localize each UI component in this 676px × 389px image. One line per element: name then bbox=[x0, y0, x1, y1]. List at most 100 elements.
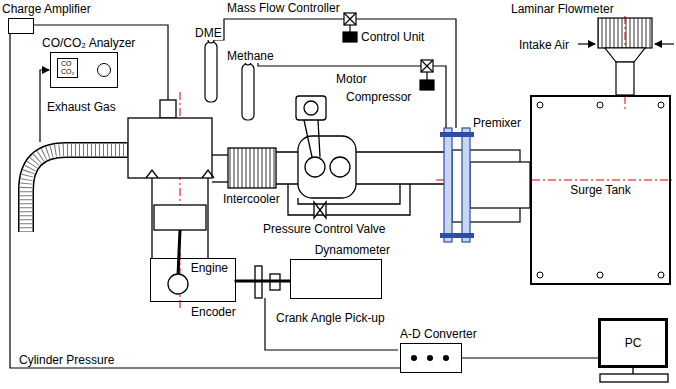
part-label: DME bbox=[194, 26, 223, 40]
gas-supply bbox=[214, 19, 456, 128]
gas-supply bbox=[205, 42, 217, 102]
engine-cylinder bbox=[128, 100, 214, 276]
intake-pipe bbox=[314, 202, 326, 218]
laminar-flowmeter bbox=[598, 18, 652, 48]
premixer bbox=[440, 128, 530, 242]
engine-cylinder bbox=[178, 230, 180, 276]
surge-tank-bolts bbox=[597, 102, 603, 108]
gas-analyzer: CO/CO₂ AnalyzerCOCO₂ bbox=[42, 36, 142, 88]
device-body bbox=[400, 343, 462, 373]
gas-supply bbox=[251, 62, 446, 128]
ad-converter: A-D Converter bbox=[400, 327, 484, 373]
compressor bbox=[305, 157, 325, 177]
display-text: CO bbox=[61, 60, 74, 68]
premixer bbox=[440, 233, 474, 238]
gas-supply bbox=[343, 32, 357, 42]
charge-wire bbox=[34, 25, 168, 100]
part-label: Motor bbox=[335, 72, 368, 86]
converter-knob bbox=[443, 355, 449, 361]
part-label: Pressure Control Valve bbox=[262, 222, 387, 236]
engine-cylinder bbox=[151, 178, 152, 258]
exhaust-hose bbox=[26, 150, 128, 232]
surge-tank-bolts bbox=[658, 102, 664, 108]
surge-tank: Surge Tank bbox=[530, 95, 671, 285]
signal-label: Cylinder Pressure bbox=[18, 353, 115, 367]
dynamometer: Dynamometer bbox=[290, 243, 390, 299]
surge-tank-bolts bbox=[537, 102, 543, 108]
laminar-flowmeter bbox=[655, 43, 674, 44]
gas-supply bbox=[344, 13, 356, 25]
gas-supply bbox=[421, 60, 433, 72]
encoder bbox=[168, 274, 188, 294]
device-body: COCO₂ bbox=[50, 52, 118, 88]
charge-wire bbox=[34, 25, 168, 100]
part-label: Intake Air bbox=[518, 38, 570, 52]
converter-knob bbox=[427, 355, 433, 361]
gas-supply bbox=[421, 60, 433, 72]
compressor bbox=[304, 101, 318, 115]
device-label: Dynamometer bbox=[290, 243, 390, 257]
gas-supply bbox=[344, 13, 356, 25]
centerline bbox=[180, 16, 672, 310]
converter-knob bbox=[411, 355, 417, 361]
part-label: Encoder bbox=[190, 305, 237, 319]
surge-tank-bolts bbox=[537, 272, 543, 278]
part-label: Laminar Flowmeter bbox=[510, 2, 615, 16]
intake-pipe bbox=[212, 154, 228, 155]
premixer bbox=[462, 128, 470, 242]
exhaust-hose bbox=[26, 150, 128, 232]
premixer bbox=[440, 132, 474, 137]
engine-block: Engine bbox=[150, 258, 236, 302]
display-text: CO₂ bbox=[61, 68, 74, 76]
pc-peripherals bbox=[600, 368, 668, 382]
surge-tank-bolts bbox=[537, 102, 664, 278]
premixer bbox=[444, 128, 452, 242]
part-label: Exhaust Gas bbox=[46, 100, 117, 114]
analyzer-knob bbox=[97, 63, 111, 77]
gas-supply bbox=[205, 13, 456, 128]
engine-cylinder bbox=[154, 205, 206, 230]
device-label: Charge Amplifier bbox=[2, 2, 98, 16]
drive-shaft bbox=[236, 281, 290, 282]
compressor bbox=[296, 96, 356, 198]
compressor bbox=[330, 157, 350, 177]
part-label: Premixer bbox=[472, 116, 522, 130]
pc-peripherals bbox=[632, 368, 633, 374]
intercooler bbox=[228, 148, 276, 188]
compressor bbox=[298, 136, 356, 198]
node-text: PC bbox=[623, 336, 644, 350]
engine-cylinder bbox=[207, 178, 208, 258]
node-text: Surge Tank bbox=[568, 183, 633, 197]
part-label: Mass Flow Controller bbox=[226, 1, 341, 15]
exhaust-hose bbox=[26, 70, 128, 232]
laminar-flowmeter bbox=[605, 48, 645, 62]
premixer bbox=[470, 162, 530, 208]
signal-wire bbox=[462, 357, 598, 358]
laminar-flowmeter bbox=[578, 43, 595, 44]
part-label: Compressor bbox=[345, 90, 412, 104]
encoder bbox=[265, 298, 398, 350]
gas-supply bbox=[349, 25, 350, 32]
charge-amplifier: Charge Amplifier bbox=[2, 2, 98, 34]
intake-pipe bbox=[212, 181, 228, 182]
gas-supply bbox=[420, 80, 434, 90]
part-label: Intercooler bbox=[222, 192, 281, 206]
laminar-flowmeter bbox=[616, 62, 634, 95]
intercooler bbox=[228, 148, 276, 188]
compressor bbox=[296, 96, 326, 120]
part-label: Methane bbox=[226, 49, 275, 63]
exhaust-hose bbox=[26, 150, 128, 232]
laminar-flowmeter bbox=[578, 18, 674, 95]
surge-tank-bolts bbox=[658, 272, 664, 278]
device-body bbox=[8, 18, 34, 34]
device-label: A-D Converter bbox=[400, 327, 484, 341]
pc-monitor: PC bbox=[598, 318, 668, 368]
part-label: Crank Angle Pick-up bbox=[275, 311, 386, 325]
compressor bbox=[318, 120, 320, 157]
part-label: Control Unit bbox=[360, 30, 425, 44]
compressor bbox=[304, 120, 312, 157]
gas-supply bbox=[242, 64, 254, 120]
gas-supply bbox=[426, 72, 427, 80]
surge-tank-bolts bbox=[597, 272, 603, 278]
